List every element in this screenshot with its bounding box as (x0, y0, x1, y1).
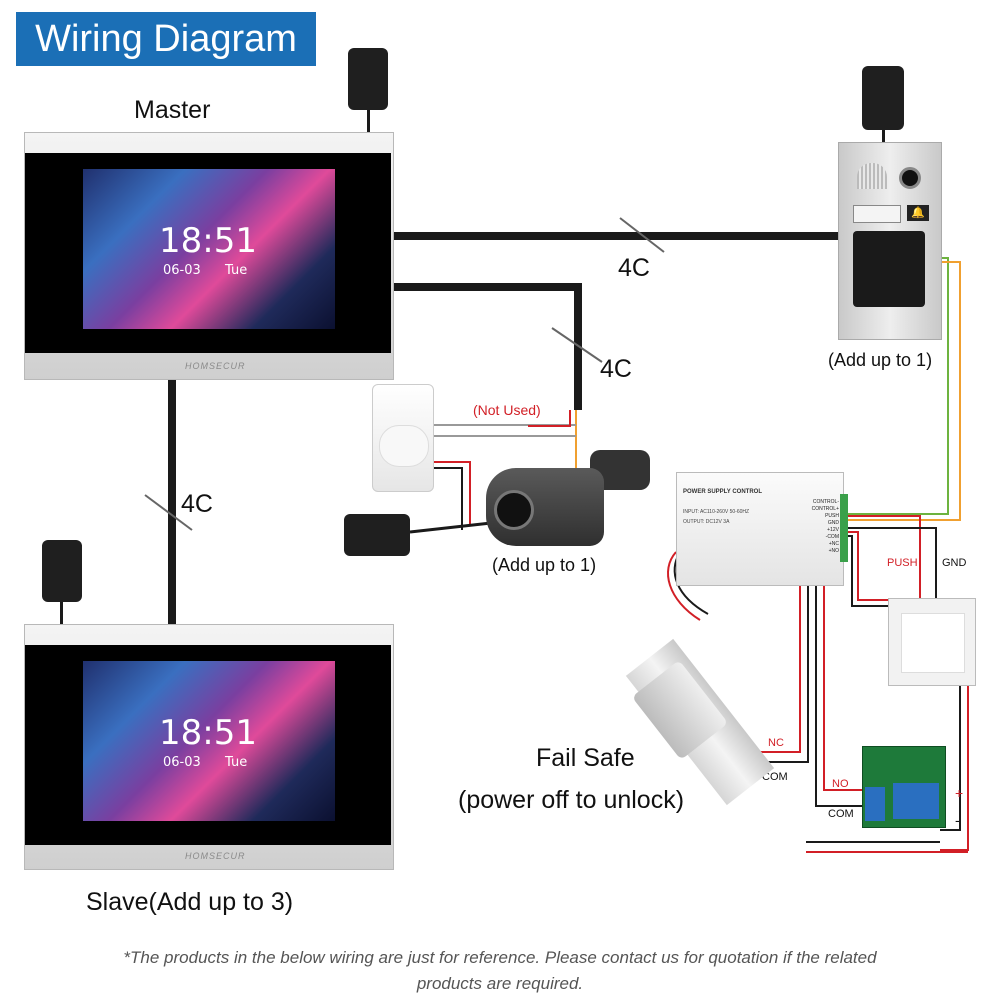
relay-terminal (865, 787, 885, 821)
wire-pir-red (430, 461, 471, 525)
terminal-label: +12V (827, 527, 839, 533)
camera-add-label: (Add up to 1) (492, 555, 597, 575)
bell-icon: 🔔 (907, 205, 929, 221)
slave-day: Tue (225, 755, 248, 770)
power-adapter-icon (42, 540, 82, 602)
no-label: NO (832, 778, 849, 790)
slave-screen: 18:51 06-03 Tue (25, 645, 391, 845)
wire-not-used-red (528, 410, 571, 427)
master-wallpaper: 18:51 06-03 Tue (83, 169, 335, 329)
cable-label-slave: 4C (181, 490, 213, 518)
footnote-line-2: products are required. (416, 974, 584, 993)
master-time: 18:51 (159, 221, 257, 261)
power-supply: POWER SUPPLY CONTROL INPUT: AC110-260V 5… (676, 472, 844, 586)
speaker-grille (857, 163, 887, 189)
master-day: Tue (225, 263, 248, 278)
push-label: PUSH (887, 557, 918, 569)
camera-lens-icon (494, 490, 534, 530)
com-lock-label: COM (762, 771, 788, 783)
plus-label: + (955, 785, 964, 801)
ps-input: INPUT: AC110-260V 50-60HZ (683, 509, 750, 515)
terminal-label: +NO (828, 548, 839, 554)
exit-button (888, 598, 976, 686)
cable-mark-camera (551, 327, 603, 363)
slave-brand: HOMSECUR (185, 851, 246, 861)
power-adapter-icon (344, 514, 410, 556)
slave-date: 06-03 (163, 755, 201, 770)
ps-heading: POWER SUPPLY CONTROL (683, 489, 763, 495)
slave-label: Slave(Add up to 3) (86, 888, 294, 916)
power-adapter-icon (862, 66, 904, 130)
footnote-line-1: *The products in the below wiring are ju… (123, 948, 877, 967)
power-adapter-icon (348, 48, 388, 110)
wire-mains (667, 551, 701, 621)
ps-output: OUTPUT: DC12V 3A (683, 519, 730, 525)
key-icon (901, 613, 965, 673)
wire-master-camera (392, 283, 582, 410)
wire-pir-black (430, 467, 463, 530)
terminal-label: +NC (828, 541, 839, 547)
camera-lens-icon (899, 167, 921, 189)
adapter-cord (367, 110, 370, 132)
fail-safe-note: (power off to unlock) (458, 786, 685, 814)
master-screen: 18:51 06-03 Tue (25, 153, 391, 353)
wire-relay-com (815, 561, 862, 807)
door-station-add-label: (Add up to 1) (828, 350, 933, 370)
door-station: 🔔 (838, 142, 942, 340)
name-plate (853, 205, 901, 223)
cable-label-top: 4C (618, 254, 650, 282)
not-used-label: (Not Used) (473, 402, 541, 418)
relay-module (862, 746, 946, 828)
wire-push (842, 515, 921, 598)
pir-lens (379, 425, 429, 467)
cable-label-camera: 4C (600, 355, 632, 383)
ps-terminal-labels: CONTROL- CONTROL+ PUSH GND +12V -COM +NC… (795, 499, 839, 555)
terminal-label: CONTROL- (812, 499, 839, 505)
slave-wallpaper: 18:51 06-03 Tue (83, 661, 335, 821)
minus-label: - (955, 812, 960, 828)
keypad (853, 231, 925, 307)
slave-time: 18:51 (159, 713, 257, 753)
cable-mark-top (619, 217, 665, 253)
relay-block (893, 783, 939, 819)
slave-monitor: 18:51 06-03 Tue HOMSECUR (24, 624, 394, 870)
wire-relay-no (823, 555, 862, 791)
nc-label: NC (768, 737, 784, 749)
cable-mark-slave (144, 494, 193, 531)
adapter-cord (60, 602, 63, 624)
pir-sensor (372, 384, 434, 492)
terminal-block (840, 494, 848, 562)
wire-door-green (842, 257, 949, 515)
footnote: *The products in the below wiring are ju… (0, 945, 1000, 997)
master-brand: HOMSECUR (185, 361, 246, 371)
bullet-camera (486, 468, 604, 546)
wire-door-orange (842, 261, 961, 521)
adapter-cord (882, 130, 885, 142)
terminal-label: PUSH (825, 513, 839, 519)
wire-adapter-camera (409, 520, 501, 534)
terminal-label: -COM (825, 534, 839, 540)
master-label: Master (134, 96, 211, 124)
com-relay-label: COM (828, 808, 854, 820)
wire-gnd (842, 527, 937, 598)
master-date: 06-03 (163, 263, 201, 278)
fail-safe-label: Fail Safe (536, 744, 635, 772)
terminal-label: CONTROL+ (811, 506, 839, 512)
gnd-label: GND (942, 557, 967, 569)
master-monitor: 18:51 06-03 Tue HOMSECUR (24, 132, 394, 380)
terminal-label: GND (827, 520, 839, 526)
diagram-title: Wiring Diagram (16, 12, 316, 66)
